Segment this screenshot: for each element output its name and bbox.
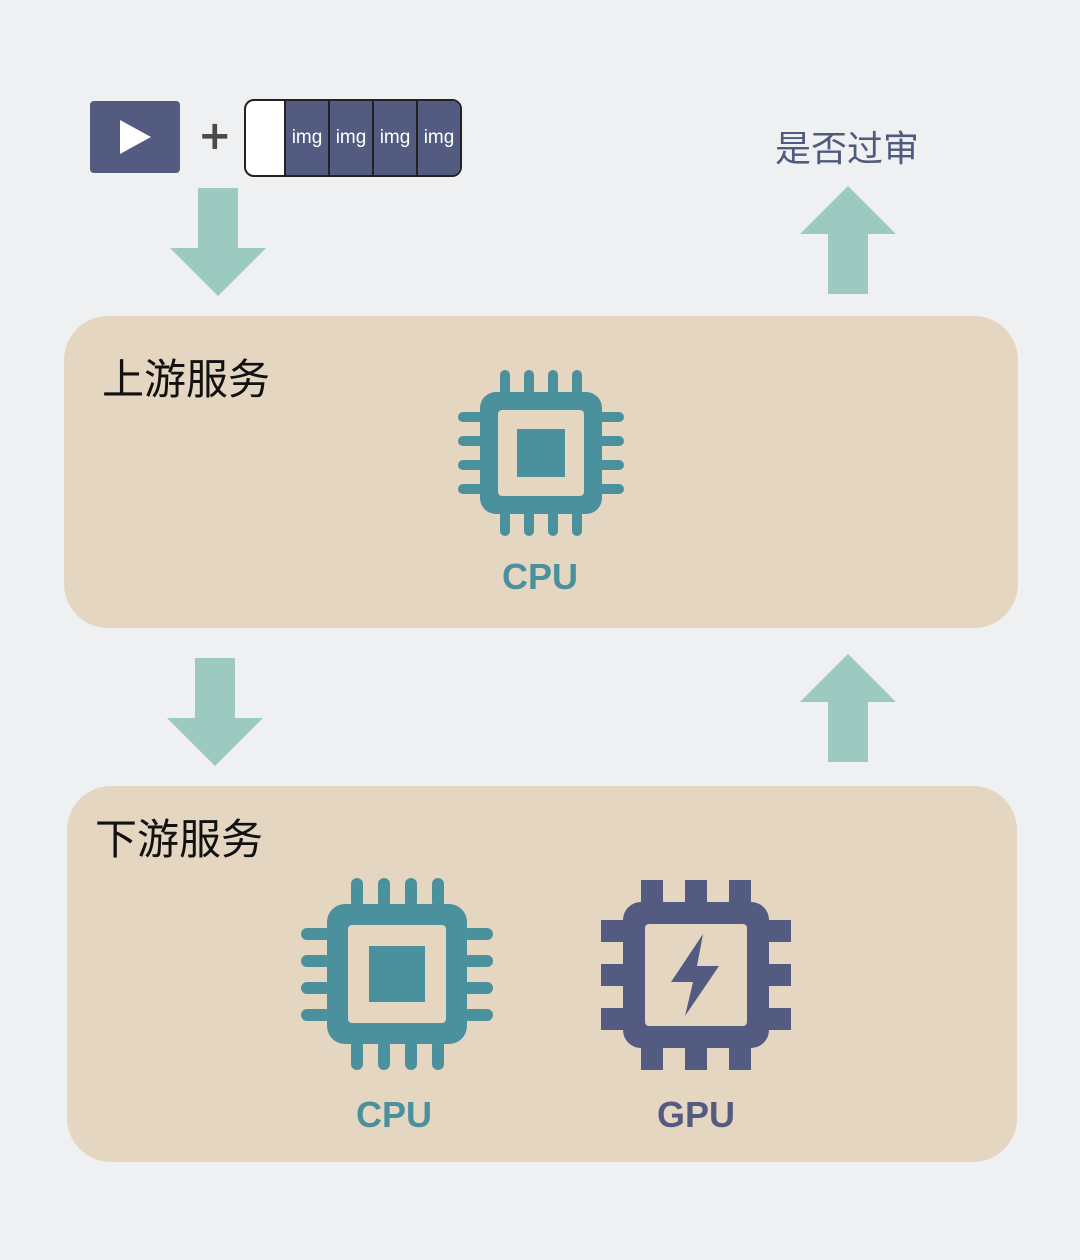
gpu-label: GPU: [656, 1094, 735, 1135]
review-result-label: 是否过审: [774, 129, 919, 170]
downstream-service-title: 下游服务: [95, 815, 264, 864]
cpu-chip-icon: [458, 370, 624, 536]
image-frame: img: [416, 101, 460, 175]
cpu-label: CPU: [501, 556, 578, 597]
arrow-up-icon: [800, 654, 896, 762]
image-frame: img: [328, 101, 372, 175]
upstream-service-title: 上游服务: [102, 355, 271, 404]
image-frames-strip: img img img img: [244, 99, 462, 177]
image-frame: img: [284, 101, 328, 175]
downstream-service-panel: 下游服务 CPU: [67, 786, 1017, 1162]
upstream-service-panel: 上游服务 CPU: [64, 316, 1018, 628]
cpu-chip-icon: [301, 878, 493, 1070]
arrow-up-icon: [800, 186, 896, 294]
gpu-chip-icon: [601, 880, 791, 1070]
cpu-label: CPU: [355, 1094, 432, 1135]
arrow-down-icon: [167, 658, 263, 766]
plus-sign: +: [198, 113, 232, 159]
play-icon: [120, 120, 151, 154]
arrow-down-icon: [170, 188, 266, 296]
image-frame: img: [372, 101, 416, 175]
video-input-box: [90, 101, 180, 173]
